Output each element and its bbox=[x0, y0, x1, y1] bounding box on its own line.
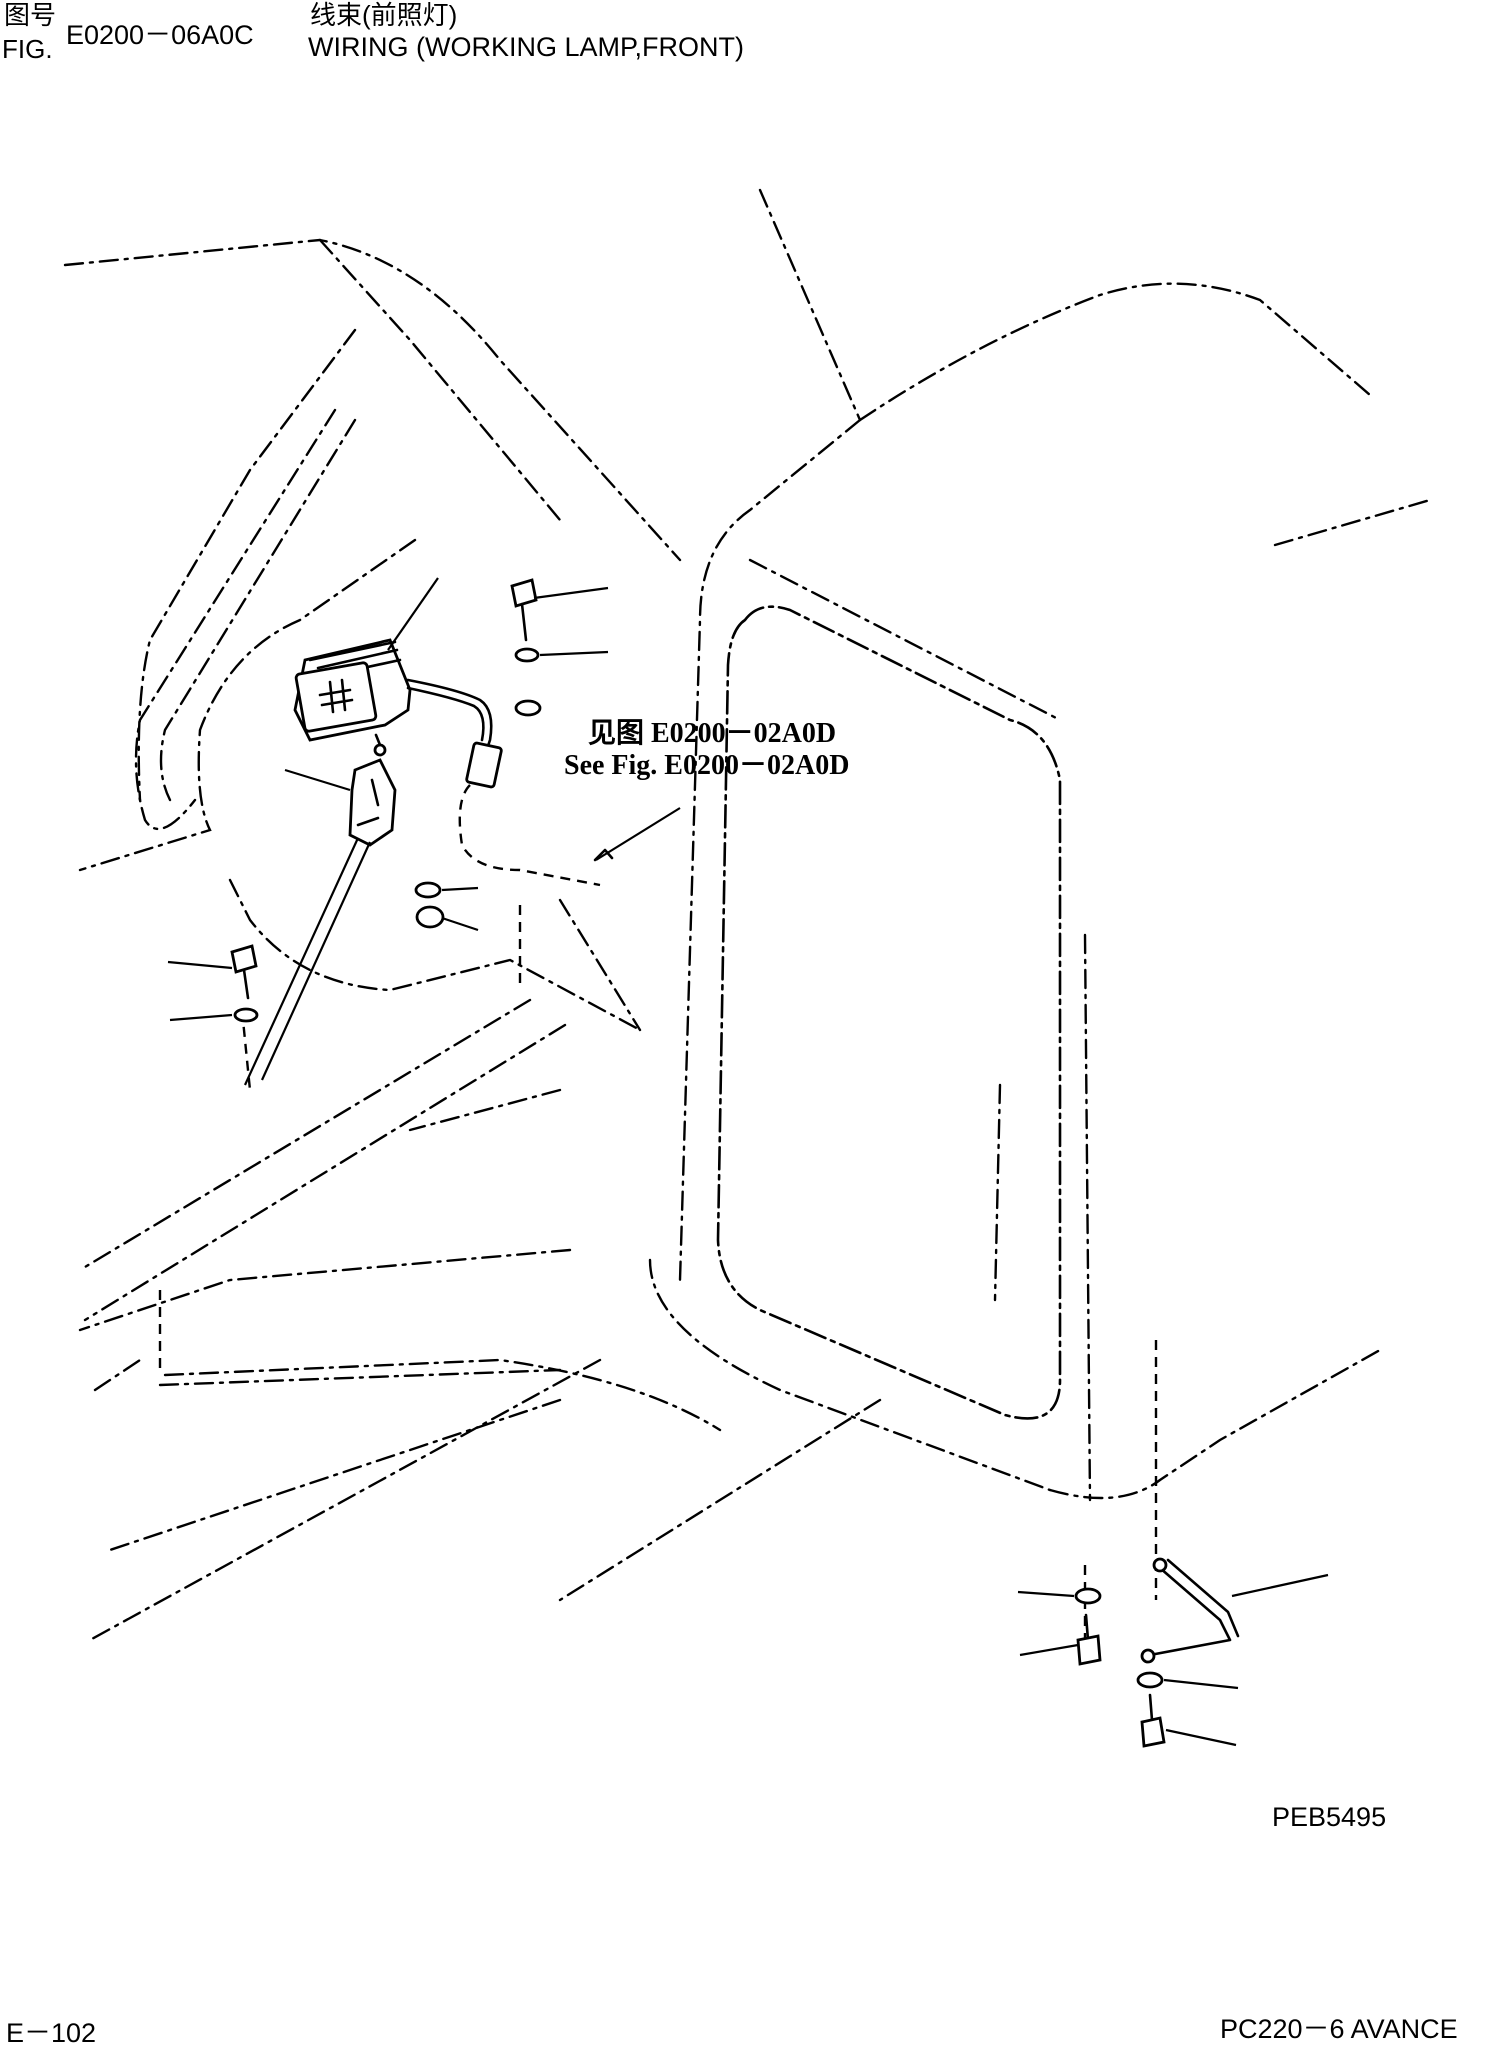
cross-reference-zh: 见图 E0200－02A0D bbox=[588, 718, 837, 749]
lamp-bracket bbox=[348, 758, 397, 847]
bolt-set-bracket bbox=[230, 944, 259, 1023]
working-lamp bbox=[293, 638, 412, 757]
fig-number: E0200－06A0C bbox=[66, 20, 254, 50]
bolt-set-lamp-top bbox=[510, 578, 542, 717]
figure-title: WIRING (WORKING LAMP,FRONT) bbox=[308, 32, 744, 62]
cab-outline bbox=[63, 188, 1432, 1642]
cross-reference: See Fig. E0200－02A0D bbox=[564, 750, 850, 781]
handrail bbox=[134, 408, 357, 831]
nut-set-lamp-bottom bbox=[414, 881, 445, 929]
page-number: E－102 bbox=[6, 2018, 97, 2048]
fig-label-zh: 图号 bbox=[4, 0, 57, 30]
ground-wire bbox=[1140, 1557, 1240, 1664]
fig-label: FIG. bbox=[2, 34, 53, 64]
lamp-wiring bbox=[406, 678, 614, 887]
drawing-code: PEB5495 bbox=[1272, 1802, 1387, 1832]
bolt-set-ground-right bbox=[1136, 1671, 1166, 1748]
model-name: PC220－6 AVANCE bbox=[1220, 2014, 1458, 2044]
cab-window-outline bbox=[716, 605, 1062, 1420]
figure-title-zh: 线束(前照灯) bbox=[310, 0, 458, 30]
leader-lines bbox=[167, 577, 1329, 1747]
bolt-set-ground-left bbox=[1074, 1587, 1102, 1666]
